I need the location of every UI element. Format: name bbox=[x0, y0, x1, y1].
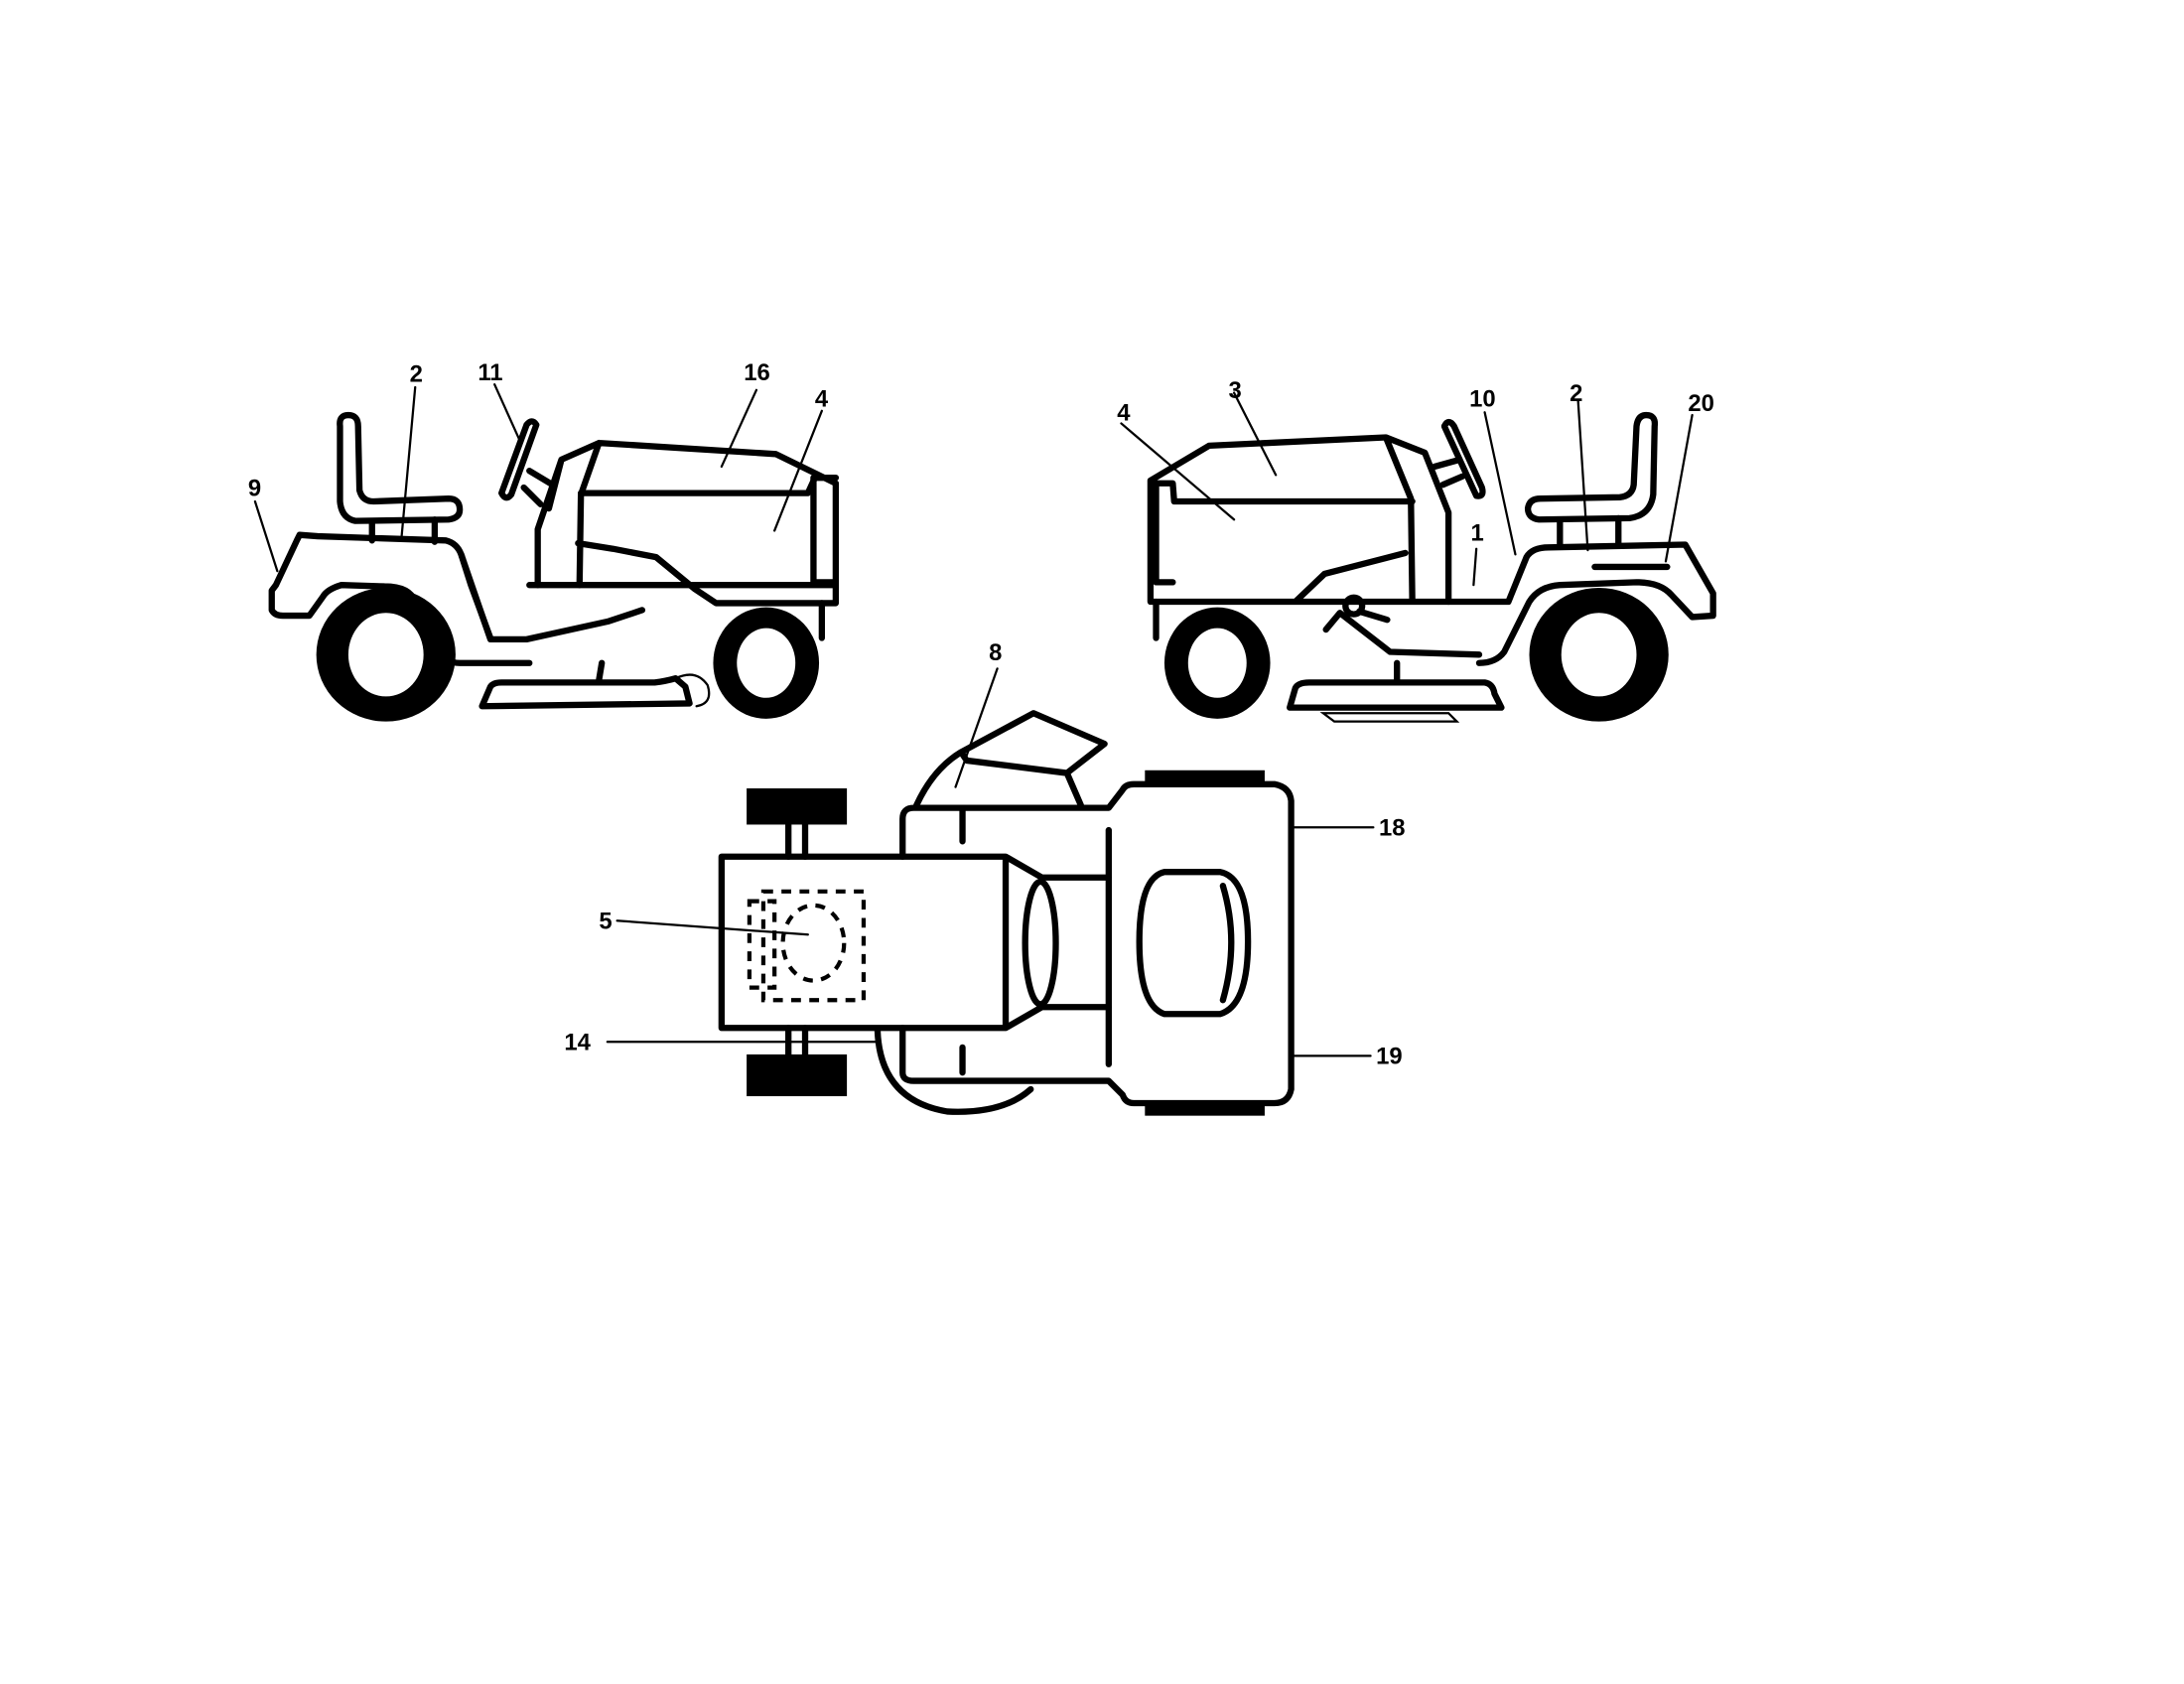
seat bbox=[337, 411, 464, 524]
steering-wheel bbox=[498, 418, 540, 501]
body bbox=[899, 780, 1295, 1107]
callout-3-right: 3 bbox=[1228, 377, 1241, 404]
callout-18-top: 18 bbox=[1379, 815, 1406, 842]
front-tire-bottom bbox=[747, 1053, 848, 1097]
callout-4-right: 4 bbox=[1117, 400, 1131, 427]
callout-20-right: 20 bbox=[1688, 390, 1714, 417]
callout-19-top: 19 bbox=[1376, 1044, 1403, 1070]
mower-deck bbox=[478, 675, 693, 710]
hood-top bbox=[718, 853, 1112, 1032]
top-view: 8 5 14 18 19 bbox=[564, 639, 1405, 1116]
steering-wheel bbox=[1440, 418, 1486, 499]
callout-8-top: 8 bbox=[989, 639, 1002, 666]
seat-top bbox=[1136, 869, 1252, 1018]
callout-2-right: 2 bbox=[1570, 380, 1582, 407]
callout-11-left: 11 bbox=[478, 359, 502, 386]
seat bbox=[1524, 411, 1659, 523]
callout-14-top: 14 bbox=[564, 1030, 591, 1056]
hood bbox=[1147, 434, 1452, 606]
discharge-chute bbox=[913, 710, 1108, 808]
left-side-view: 9 2 11 16 4 bbox=[248, 359, 840, 722]
callout-9-left: 9 bbox=[248, 475, 261, 501]
hood bbox=[534, 439, 840, 607]
callout-2-left: 2 bbox=[410, 360, 423, 387]
callout-10-right: 10 bbox=[1469, 386, 1496, 413]
right-side-view: 4 3 1 10 2 20 bbox=[1117, 377, 1716, 723]
callout-4-left: 4 bbox=[815, 386, 829, 413]
callout-5-top: 5 bbox=[599, 909, 612, 935]
front-tire-top bbox=[747, 787, 848, 825]
rear-tire-top bbox=[1145, 770, 1265, 784]
callout-16-left: 16 bbox=[744, 359, 770, 386]
callout-1-right: 1 bbox=[1471, 519, 1484, 546]
mower-deck bbox=[1287, 679, 1505, 711]
